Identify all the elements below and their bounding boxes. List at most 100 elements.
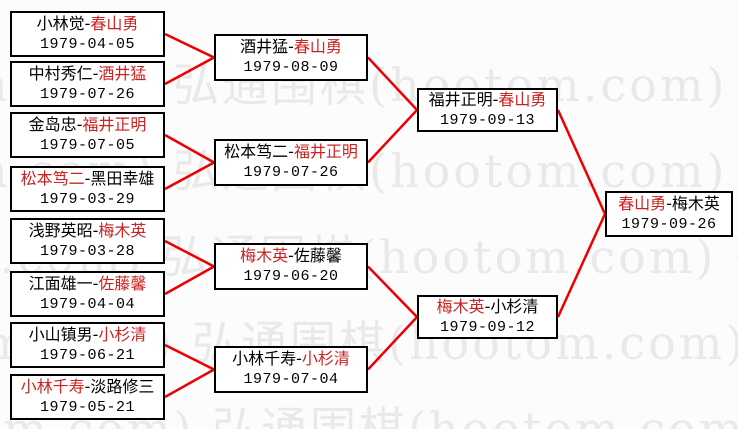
match-date: 1979-05-21 — [39, 398, 135, 416]
player-left: 松本笃二 — [20, 168, 85, 188]
player-right: 福井正明 — [293, 142, 358, 162]
match-players: 金岛忠-福井正明 — [29, 115, 147, 136]
match-box-round-1-8: 小林千寿-淡路修三 1979-05-21 — [10, 374, 165, 420]
player-left: 福井正明 — [428, 89, 493, 109]
match-box-round-1-2: 中村秀仁-酒井猛 1979-07-26 — [10, 61, 165, 107]
match-box-round-1-6: 江面雄一-佐藤馨 1979-04-04 — [10, 271, 165, 317]
dash-separator: - — [92, 63, 99, 83]
connector-line — [164, 368, 215, 399]
match-date: 1979-03-29 — [39, 190, 135, 208]
match-players: 小林觉-春山勇 — [37, 14, 139, 35]
connector-line — [556, 109, 607, 215]
connector-line — [367, 316, 418, 371]
player-right: 小杉清 — [490, 296, 539, 316]
match-players: 小林千寿-小杉清 — [232, 349, 350, 370]
match-date: 1979-07-26 — [39, 85, 135, 103]
player-left: 江面雄一 — [28, 273, 93, 293]
connector-line — [367, 109, 418, 164]
dash-separator: - — [84, 13, 91, 33]
match-box-semifinals-1: 福井正明-春山勇 1979-09-13 — [417, 88, 558, 132]
match-date: 1979-04-05 — [39, 35, 135, 53]
dash-separator: - — [92, 220, 99, 240]
connector-line — [367, 56, 418, 111]
player-left: 中村秀仁 — [28, 63, 93, 83]
player-left: 浅野英昭 — [28, 220, 93, 240]
player-right: 小杉清 — [98, 324, 147, 344]
match-box-round-2-1: 酒井猛-春山勇 1979-08-09 — [214, 34, 368, 81]
player-left: 小林千寿 — [20, 376, 85, 396]
match-date: 1979-06-20 — [243, 268, 339, 286]
player-right: 春山勇 — [90, 13, 139, 33]
match-box-round-1-1: 小林觉-春山勇 1979-04-05 — [10, 11, 165, 57]
match-players: 春山勇-梅木英 — [618, 194, 720, 215]
player-right: 梅木英 — [671, 193, 720, 213]
match-players: 松本笃二-黑田幸雄 — [21, 169, 155, 190]
match-date: 1979-06-21 — [39, 346, 135, 364]
match-box-round-1-7: 小山镇男-小杉清 1979-06-21 — [10, 322, 165, 368]
match-date: 1979-09-13 — [439, 111, 535, 129]
player-right: 佐藤馨 — [293, 246, 342, 266]
connector-line — [556, 213, 607, 318]
dash-separator: - — [492, 89, 499, 109]
player-left: 小林千寿 — [232, 349, 297, 369]
dash-separator: - — [288, 37, 294, 57]
match-players: 梅木英-佐藤馨 — [240, 246, 342, 267]
connector-line — [164, 32, 215, 59]
player-right: 黑田幸雄 — [90, 168, 155, 188]
match-players: 中村秀仁-酒井猛 — [29, 64, 147, 85]
dash-separator: - — [484, 296, 491, 316]
match-players: 江面雄一-佐藤馨 — [29, 274, 147, 295]
player-left: 梅木英 — [436, 296, 485, 316]
match-players: 小山镇男-小杉清 — [29, 325, 147, 346]
dash-separator: - — [84, 168, 91, 188]
dash-separator: - — [92, 273, 99, 293]
connector-line — [164, 133, 215, 164]
dash-separator: - — [666, 193, 672, 213]
connector-line — [164, 239, 215, 268]
match-players: 松本笃二-福井正明 — [224, 142, 358, 163]
match-players: 梅木英-小杉清 — [437, 297, 539, 318]
match-box-round-2-2: 松本笃二-福井正明 1979-07-26 — [214, 139, 368, 186]
player-right: 春山勇 — [293, 37, 342, 57]
match-date: 1979-07-04 — [243, 371, 339, 389]
dash-separator: - — [288, 142, 294, 162]
match-box-round-1-5: 浅野英昭-梅木英 1979-03-28 — [10, 218, 165, 264]
match-date: 1979-03-28 — [39, 242, 135, 260]
player-right: 春山勇 — [498, 89, 547, 109]
player-left: 松本笃二 — [224, 142, 289, 162]
dash-separator: - — [288, 246, 294, 266]
match-date: 1979-07-05 — [39, 136, 135, 154]
connector-line — [164, 265, 215, 296]
player-left: 酒井猛 — [240, 37, 289, 57]
player-right: 福井正明 — [82, 114, 147, 134]
match-date: 1979-09-26 — [621, 215, 717, 233]
player-right: 佐藤馨 — [98, 273, 147, 293]
connector-line — [164, 56, 215, 86]
player-right: 淡路修三 — [90, 376, 155, 396]
connector-line — [164, 161, 215, 191]
dash-separator: - — [92, 324, 99, 344]
match-date: 1979-09-12 — [439, 318, 535, 336]
match-box-round-1-4: 松本笃二-黑田幸雄 1979-03-29 — [10, 166, 165, 212]
match-box-round-2-3: 梅木英-佐藤馨 1979-06-20 — [214, 243, 368, 290]
connector-line — [164, 343, 215, 371]
match-box-round-1-3: 金岛忠-福井正明 1979-07-05 — [10, 112, 165, 158]
connector-line — [367, 265, 418, 318]
match-box-final-1: 春山勇-梅木英 1979-09-26 — [605, 191, 733, 237]
match-date: 1979-08-09 — [243, 59, 339, 77]
dash-separator: - — [76, 114, 83, 134]
match-date: 1979-07-26 — [243, 164, 339, 182]
player-right: 小杉清 — [301, 349, 350, 369]
match-players: 小林千寿-淡路修三 — [21, 377, 155, 398]
match-box-round-2-4: 小林千寿-小杉清 1979-07-04 — [214, 346, 368, 393]
player-left: 梅木英 — [240, 246, 289, 266]
player-right: 酒井猛 — [98, 63, 147, 83]
player-right: 梅木英 — [98, 220, 147, 240]
player-left: 小林觉 — [36, 13, 85, 33]
match-players: 福井正明-春山勇 — [429, 90, 547, 111]
match-box-semifinals-2: 梅木英-小杉清 1979-09-12 — [417, 295, 558, 339]
dash-separator: - — [296, 349, 302, 369]
player-left: 春山勇 — [618, 193, 667, 213]
